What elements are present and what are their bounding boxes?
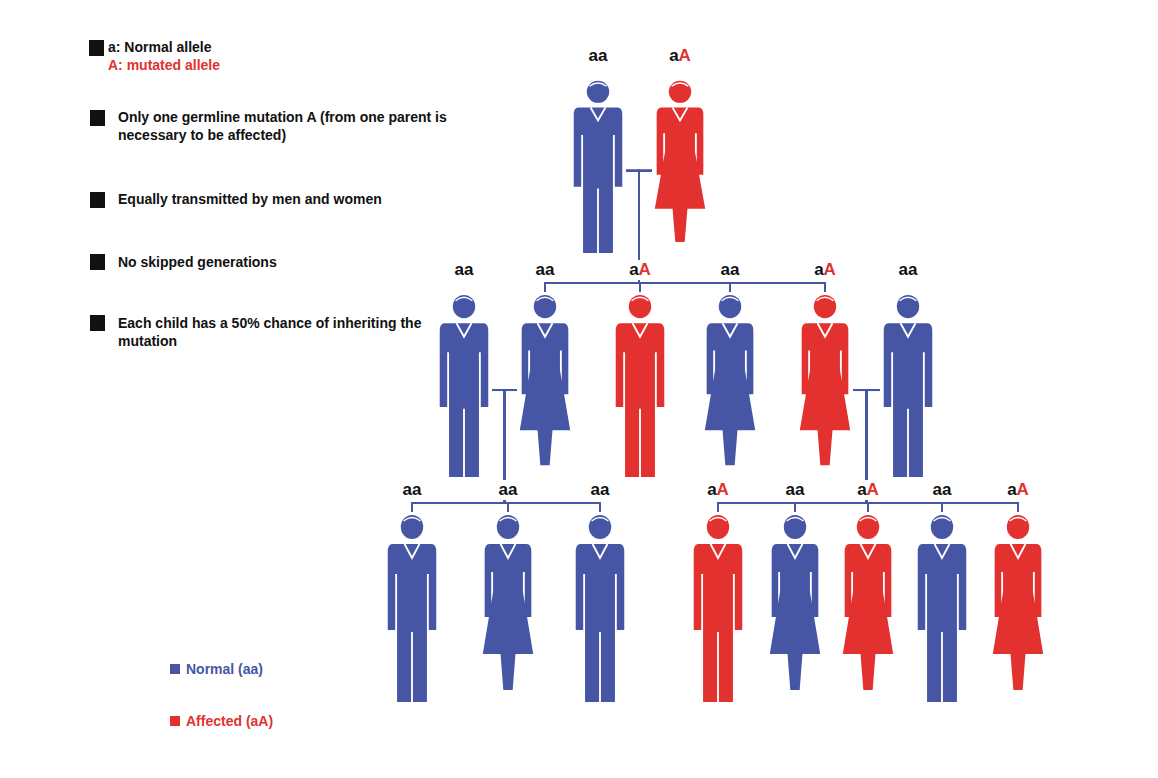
genotype-label: aa xyxy=(589,480,612,500)
genotype-label: aa xyxy=(587,46,610,66)
genotype-label: aa xyxy=(784,480,807,500)
person-figure: aA xyxy=(690,512,746,702)
rule-note: Equally transmitted by men and women xyxy=(118,190,478,208)
genotype-label: aA xyxy=(1005,480,1031,500)
person-figure: aA xyxy=(612,292,668,477)
bullet-square xyxy=(89,40,104,56)
legend-swatch xyxy=(170,716,180,726)
rule-note: Each child has a 50% chance of inheritin… xyxy=(118,314,438,350)
man-figure xyxy=(612,292,668,477)
genotype-label: aA xyxy=(667,46,693,66)
rule-note: Only one germline mutation A (from one p… xyxy=(118,108,488,144)
legend-text: Normal (aa) xyxy=(186,660,263,678)
woman-figure xyxy=(767,512,823,702)
person-figure: aA xyxy=(652,78,708,253)
pedigree-line xyxy=(626,171,825,292)
rule-note: No skipped generations xyxy=(118,253,478,271)
rule-note: A: mutated allele xyxy=(108,56,438,74)
pedigree-line xyxy=(853,390,1018,512)
man-figure xyxy=(914,512,970,702)
bullet-square xyxy=(90,192,105,208)
person-figure: aa xyxy=(702,292,758,477)
person-figure: aa xyxy=(880,292,936,477)
man-figure xyxy=(572,512,628,702)
genotype-label: aa xyxy=(897,260,920,280)
genotype-label: aa xyxy=(401,480,424,500)
genotype-label: aa xyxy=(719,260,742,280)
woman-figure xyxy=(517,292,573,477)
man-figure xyxy=(690,512,746,702)
person-figure: aa xyxy=(436,292,492,477)
person-figure: aa xyxy=(767,512,823,702)
person-figure: aa xyxy=(914,512,970,702)
man-figure xyxy=(570,78,626,253)
person-figure: aA xyxy=(797,292,853,477)
woman-figure xyxy=(652,78,708,253)
man-figure xyxy=(384,512,440,702)
person-figure: aa xyxy=(480,512,536,702)
legend-text: Affected (aA) xyxy=(186,712,273,730)
genotype-label: aA xyxy=(627,260,653,280)
pedigree-line xyxy=(545,171,652,292)
woman-figure xyxy=(702,292,758,477)
woman-figure xyxy=(840,512,896,702)
genotype-label: aa xyxy=(534,260,557,280)
pedigree-line xyxy=(867,390,1019,512)
person-figure: aa xyxy=(570,78,626,253)
person-figure: aa xyxy=(572,512,628,702)
legend-swatch xyxy=(170,664,180,674)
genotype-label: aA xyxy=(855,480,881,500)
person-figure: aa xyxy=(384,512,440,702)
genotype-label: aA xyxy=(705,480,731,500)
person-figure: aa xyxy=(517,292,573,477)
rule-note: a: Normal allele xyxy=(108,38,438,56)
genotype-label: aA xyxy=(812,260,838,280)
bullet-square xyxy=(90,110,105,126)
genotype-label: aa xyxy=(497,480,520,500)
genotype-label: aa xyxy=(453,260,476,280)
woman-figure xyxy=(480,512,536,702)
person-figure: aA xyxy=(990,512,1046,702)
genotype-label: aa xyxy=(931,480,954,500)
woman-figure xyxy=(797,292,853,477)
person-figure: aA xyxy=(840,512,896,702)
man-figure xyxy=(436,292,492,477)
bullet-square xyxy=(90,315,105,331)
bullet-square xyxy=(90,254,105,270)
woman-figure xyxy=(990,512,1046,702)
man-figure xyxy=(880,292,936,477)
